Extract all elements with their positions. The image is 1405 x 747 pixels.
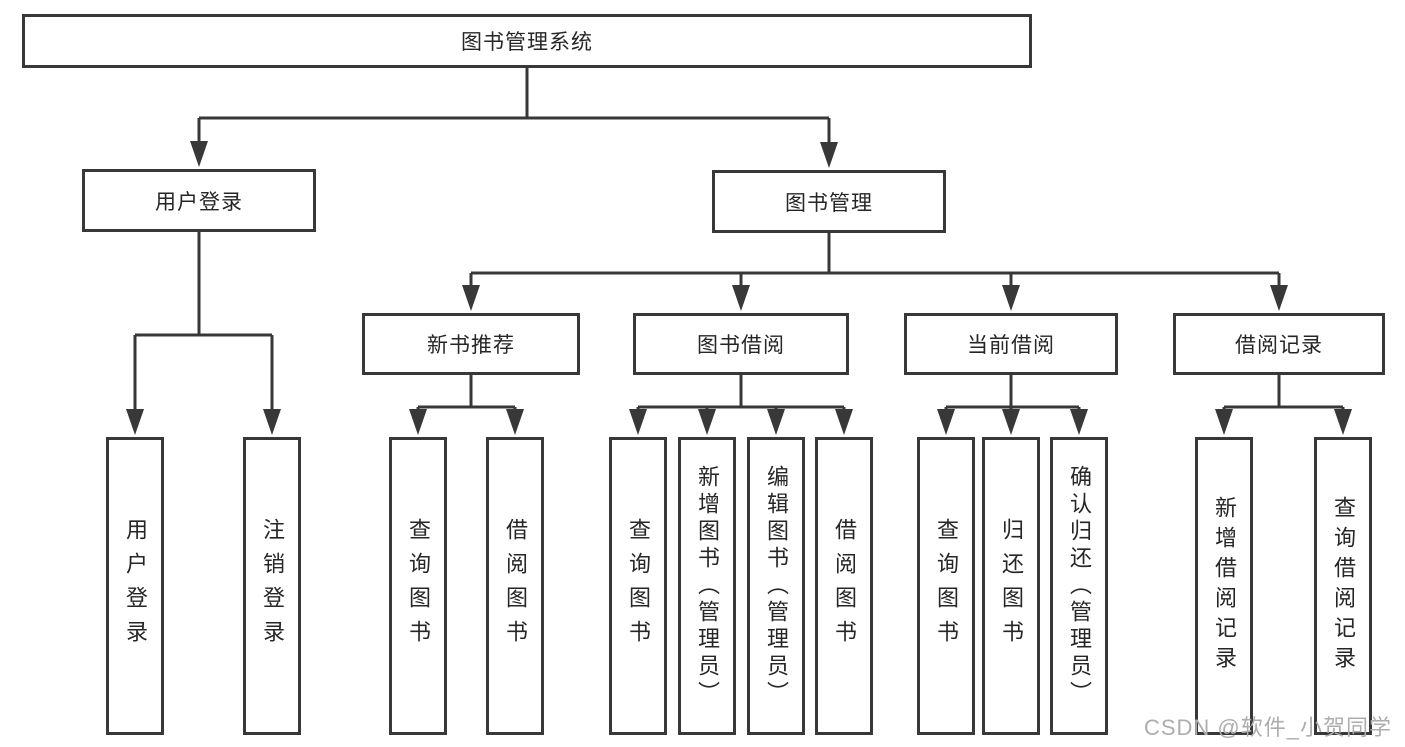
csdn-watermark: CSDN @软件_小贺同学 — [1143, 715, 1392, 740]
node-edit-books-admin: 编辑图书（管理员） — [747, 437, 805, 735]
node-user-login-leaf: 用户登录 — [106, 437, 164, 735]
node-borrowing-records: 借阅记录 — [1173, 313, 1385, 375]
node-logout-leaf: 注销登录 — [243, 437, 301, 735]
node-current-borrowing: 当前借阅 — [904, 313, 1118, 375]
node-query-borrow-record: 查询借阅记录 — [1314, 437, 1372, 735]
node-book-management: 图书管理 — [712, 170, 946, 233]
node-return-books: 归还图书 — [982, 437, 1040, 735]
node-query-books-1: 查询图书 — [389, 437, 447, 735]
node-borrow-books-2: 借阅图书 — [815, 437, 873, 735]
node-new-book-recommend: 新书推荐 — [362, 313, 580, 375]
node-book-borrowing: 图书借阅 — [633, 313, 849, 375]
node-add-books-admin: 新增图书（管理员） — [678, 437, 736, 735]
node-confirm-return-admin: 确认归还（管理员） — [1050, 437, 1108, 735]
node-query-books-2: 查询图书 — [609, 437, 667, 735]
node-borrow-books-1: 借阅图书 — [486, 437, 544, 735]
node-root: 图书管理系统 — [22, 14, 1032, 68]
node-user-login: 用户登录 — [82, 169, 316, 232]
node-query-books-3: 查询图书 — [917, 437, 975, 735]
node-add-borrow-record: 新增借阅记录 — [1195, 437, 1253, 735]
